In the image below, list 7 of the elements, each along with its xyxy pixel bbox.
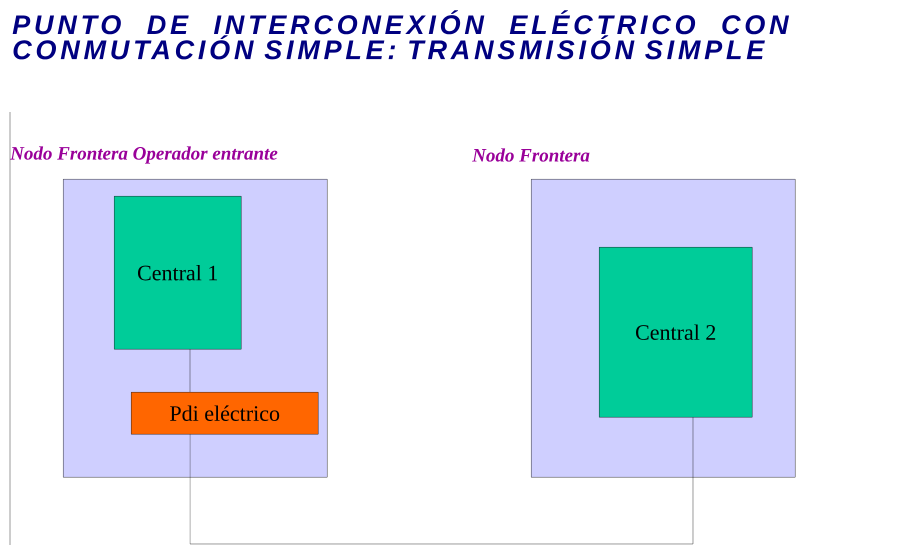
node-heading: Nodo Frontera Operador entrante <box>10 146 278 164</box>
exchange-box: Central 2 <box>599 247 752 418</box>
connector-box: Pdi eléctrico <box>131 392 318 434</box>
node-heading: Nodo Frontera <box>472 148 590 162</box>
connector-line <box>190 417 694 544</box>
exchange-box: Central 1 <box>114 196 242 350</box>
title: PUNTO DE INTERCONEXIÓN ELÉCTRICO CON CONMUTACIÓN SIMPLE: TRANSMISIÓN SIMPLE <box>12 10 790 60</box>
